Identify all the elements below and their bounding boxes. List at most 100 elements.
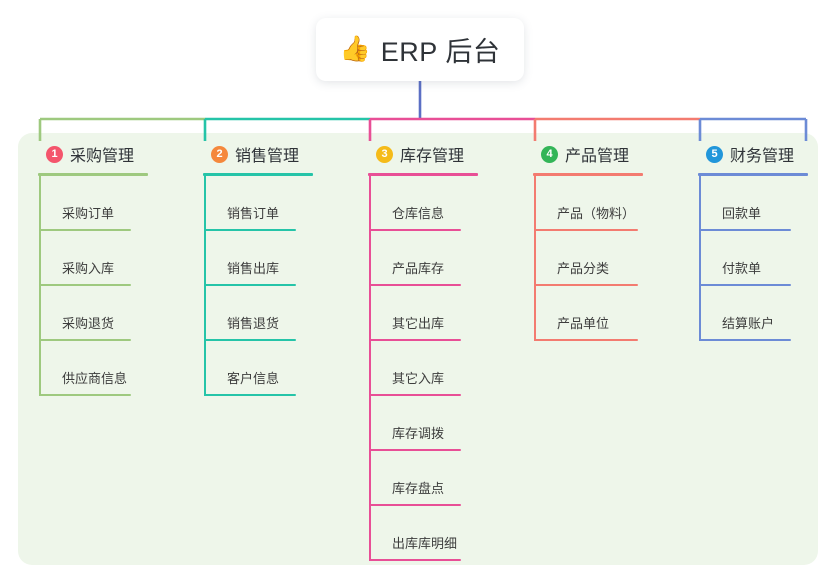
branch-item-underline <box>699 339 791 341</box>
branch-item-label: 其它出库 <box>392 316 445 331</box>
branch-item-label: 采购入库 <box>62 261 115 276</box>
branch-item[interactable]: 销售订单 <box>203 176 313 231</box>
branch-item[interactable]: 销售出库 <box>203 231 313 286</box>
branch-item-label: 销售出库 <box>227 261 280 276</box>
branch-spine <box>699 176 701 341</box>
branch-spine <box>39 176 41 396</box>
branch-item[interactable]: 采购退货 <box>38 286 148 341</box>
branch-title: 采购管理 <box>70 148 135 165</box>
diagram-canvas-panel <box>18 133 818 565</box>
branch-header-5[interactable]: 5 财务管理 <box>698 140 808 168</box>
branch-item-label: 产品分类 <box>557 261 610 276</box>
branch-item-underline <box>369 559 461 561</box>
branch-header-underline <box>38 173 148 176</box>
branch-item-underline <box>534 229 638 231</box>
branch-item[interactable]: 产品库存 <box>368 231 478 286</box>
branch-item-list: 销售订单销售出库销售退货客户信息 <box>203 176 313 396</box>
branch-spine <box>534 176 536 341</box>
branch-item[interactable]: 出库库明细 <box>368 506 478 561</box>
branch-item-underline <box>39 339 131 341</box>
branch-item-label: 销售订单 <box>227 206 280 221</box>
branch-number-badge: 3 <box>376 145 393 163</box>
branch-item-underline <box>369 504 461 506</box>
branch-item-label: 出库库明细 <box>392 536 458 551</box>
branch-item[interactable]: 产品（物料） <box>533 176 643 231</box>
branch-item-underline <box>699 284 791 286</box>
branch-item-underline <box>204 284 296 286</box>
branch-item-underline <box>369 339 461 341</box>
root-node-card[interactable]: 👍 ERP 后台 <box>316 18 524 81</box>
branch-item[interactable]: 其它出库 <box>368 286 478 341</box>
branch-item-underline <box>534 284 638 286</box>
branch-item-label: 付款单 <box>722 261 762 276</box>
branch-column-5: 5 财务管理回款单付款单结算账户 <box>698 140 808 341</box>
branch-item-label: 结算账户 <box>722 316 775 331</box>
branch-header-underline <box>698 173 808 176</box>
branch-item-underline <box>369 449 461 451</box>
branch-title: 产品管理 <box>565 148 630 165</box>
branch-item-label: 库存盘点 <box>392 481 445 496</box>
branch-item-list: 回款单付款单结算账户 <box>698 176 808 341</box>
branch-header-underline <box>533 173 643 176</box>
branch-header-2[interactable]: 2 销售管理 <box>203 140 313 168</box>
branch-item-list: 仓库信息产品库存其它出库其它入库库存调拨库存盘点出库库明细 <box>368 176 478 561</box>
branch-header-4[interactable]: 4 产品管理 <box>533 140 643 168</box>
branch-item-underline <box>39 229 131 231</box>
branch-number-badge: 5 <box>706 145 723 163</box>
branch-item-label: 仓库信息 <box>392 206 445 221</box>
branch-number-badge: 2 <box>211 145 228 163</box>
branch-title: 财务管理 <box>730 148 795 165</box>
branch-spine <box>369 176 371 561</box>
branch-item[interactable]: 库存盘点 <box>368 451 478 506</box>
branch-item[interactable]: 结算账户 <box>698 286 808 341</box>
branch-number-badge: 1 <box>46 145 63 163</box>
branch-item-label: 客户信息 <box>227 371 280 386</box>
branch-item-list: 产品（物料） 产品分类产品单位 <box>533 176 643 341</box>
branch-item[interactable]: 采购入库 <box>38 231 148 286</box>
branch-item-underline <box>39 284 131 286</box>
branch-column-1: 1 采购管理采购订单采购入库采购退货供应商信息 <box>38 140 148 396</box>
branch-item-underline <box>369 284 461 286</box>
branch-item[interactable]: 其它入库 <box>368 341 478 396</box>
branch-item-label: 销售退货 <box>227 316 280 331</box>
branch-column-4: 4 产品管理产品（物料） 产品分类产品单位 <box>533 140 643 341</box>
branch-spine <box>204 176 206 396</box>
branch-item[interactable]: 销售退货 <box>203 286 313 341</box>
branch-column-3: 3 库存管理仓库信息产品库存其它出库其它入库库存调拨库存盘点出库库明细 <box>368 140 478 561</box>
branch-item-label: 供应商信息 <box>62 371 128 386</box>
branch-title: 销售管理 <box>235 148 300 165</box>
branch-item-label: 采购订单 <box>62 206 115 221</box>
branch-item[interactable]: 采购订单 <box>38 176 148 231</box>
branch-item-label: 产品单位 <box>557 316 610 331</box>
branch-column-2: 2 销售管理销售订单销售出库销售退货客户信息 <box>203 140 313 396</box>
branch-item-underline <box>204 339 296 341</box>
branch-item[interactable]: 付款单 <box>698 231 808 286</box>
branch-item-underline <box>369 229 461 231</box>
branch-header-3[interactable]: 3 库存管理 <box>368 140 478 168</box>
branch-item[interactable]: 库存调拨 <box>368 396 478 451</box>
branch-item-underline <box>39 394 131 396</box>
branch-item-underline <box>534 339 638 341</box>
branch-item-underline <box>369 394 461 396</box>
thumbs-up-icon: 👍 <box>339 35 371 63</box>
branch-item-label: 库存调拨 <box>392 426 445 441</box>
branch-header-underline <box>368 173 478 176</box>
branch-item-label: 采购退货 <box>62 316 115 331</box>
branch-item-list: 采购订单采购入库采购退货供应商信息 <box>38 176 148 396</box>
branch-item-underline <box>204 394 296 396</box>
branch-item-label: 产品（物料） <box>557 206 636 221</box>
branch-item-label: 产品库存 <box>392 261 445 276</box>
branch-item-label: 回款单 <box>722 206 762 221</box>
branch-number-badge: 4 <box>541 145 558 163</box>
branch-header-1[interactable]: 1 采购管理 <box>38 140 148 168</box>
branch-item[interactable]: 产品单位 <box>533 286 643 341</box>
branch-item[interactable]: 仓库信息 <box>368 176 478 231</box>
branch-item[interactable]: 回款单 <box>698 176 808 231</box>
branch-item[interactable]: 客户信息 <box>203 341 313 396</box>
branch-title: 库存管理 <box>400 148 465 165</box>
branch-item-label: 其它入库 <box>392 371 445 386</box>
branch-item[interactable]: 产品分类 <box>533 231 643 286</box>
branch-item-underline <box>699 229 791 231</box>
branch-item[interactable]: 供应商信息 <box>38 341 148 396</box>
branch-header-underline <box>203 173 313 176</box>
